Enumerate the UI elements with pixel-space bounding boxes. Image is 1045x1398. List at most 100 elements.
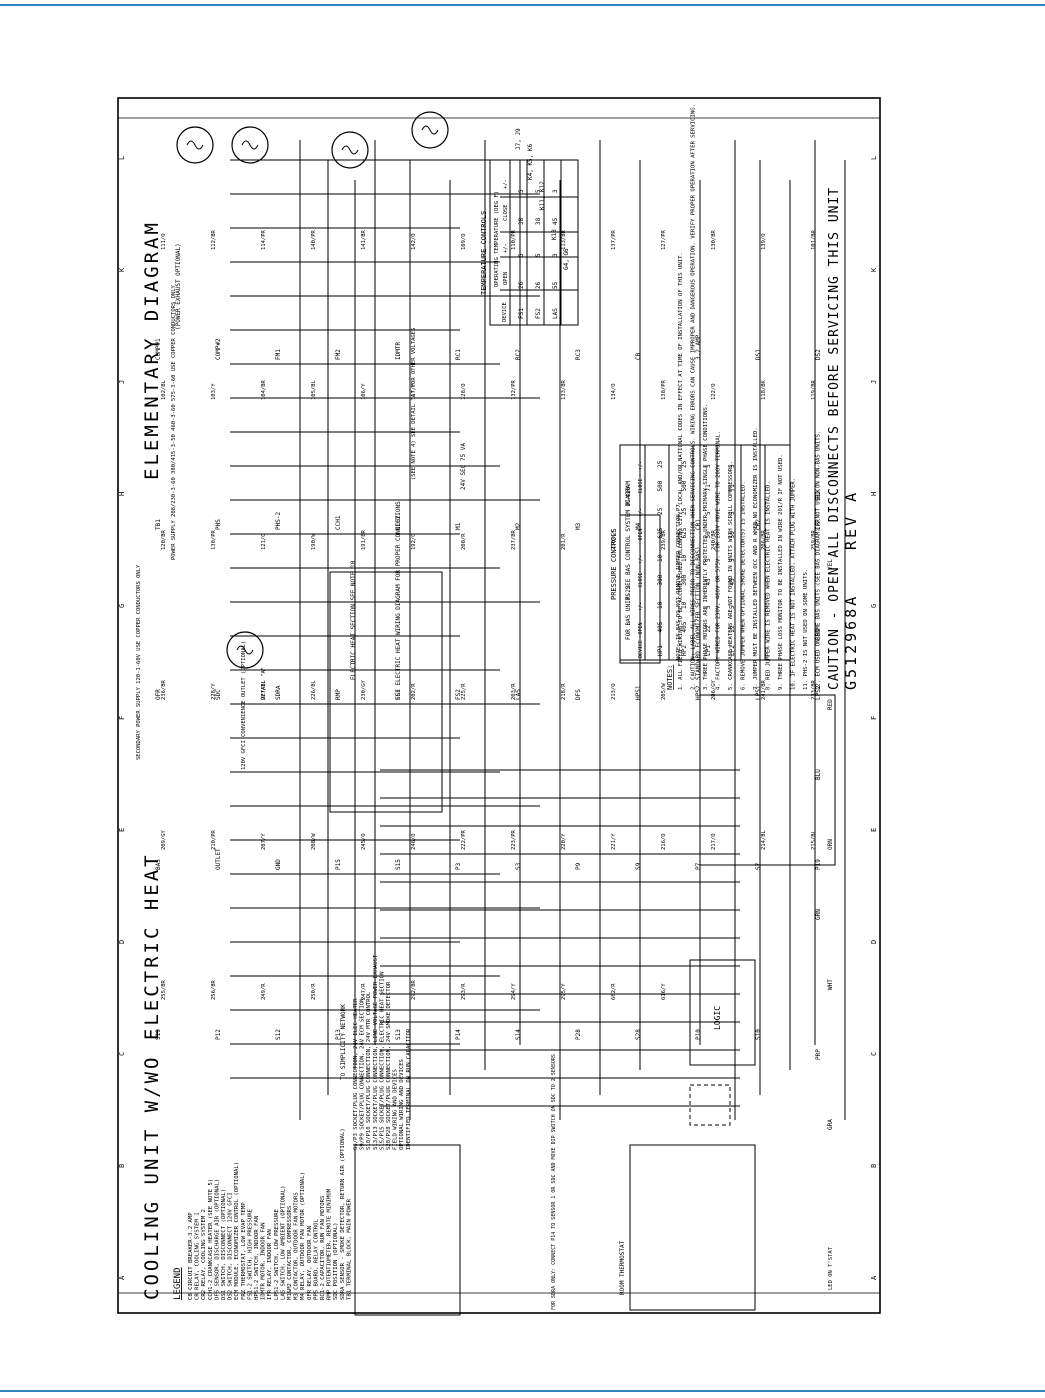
device-label: P28 <box>575 1029 582 1040</box>
logic-box <box>689 959 756 1066</box>
legend-entry: CR RELAY, COOLING SYSTEM 1 <box>195 1212 201 1300</box>
note-line: 9. THREE PHASE LOSS MONITOR TO BE INSTAL… <box>778 454 784 690</box>
legend-entry: SDRA SENSOR - SMOKE DETECTOR, RETURN AIR… <box>340 1128 346 1300</box>
device-label: SDRA <box>275 685 282 700</box>
legend-entry: DFS SENSOR, DISCHARGE AIR (OPTIONAL) <box>214 1179 220 1300</box>
device-label: CR1 <box>695 519 702 530</box>
table-cell: 26 <box>535 281 542 289</box>
grid-letter: G <box>118 604 126 608</box>
label-transformer: 24V SEC 75 VA <box>460 443 467 490</box>
legend-entry: FRZ THERMOSTAT, LOW EVAP TEMP <box>241 1202 247 1300</box>
wire-label: 223/PR <box>511 829 517 850</box>
legend-entry: IDMTR MOTOR, INDOOR FAN <box>261 1223 267 1300</box>
table-header: R-22 <box>625 585 632 600</box>
note-line: 6. REMOVE JUMPER WHEN OPTIONAL SMOKE DET… <box>741 481 747 690</box>
grid-letter: C <box>118 1052 126 1056</box>
motor-symbol <box>236 645 254 655</box>
sdc-box <box>354 1144 461 1316</box>
wire-label: 118/BK <box>761 379 767 400</box>
color-code: GRA <box>827 1119 834 1130</box>
legend-entry: CR2 RELAY, COOLING SYSTEM 2 <box>201 1209 207 1300</box>
wire-label: 209/GY <box>161 829 167 850</box>
legend-entry: S15/P15 SOCKET/PLUG CONNECTION, ELECTRIC… <box>379 972 385 1151</box>
device-label: RC3 <box>575 349 582 360</box>
table-cell: 5 <box>535 189 542 193</box>
note-line: 1. ALL FIELD WIRING TO BE ACCOMPLISHED F… <box>678 252 684 690</box>
table-header: OPEN <box>638 528 644 540</box>
table-cell: 5 <box>705 511 712 515</box>
color-code: RED <box>827 699 834 710</box>
note-line: 12. ECM USED ON SOME BAS UNITS (SEE BAS … <box>816 431 822 690</box>
wire-label: 141/BR <box>361 229 367 250</box>
legend-entry: DS1 SWITCH, DISCONNECT (OPTIONAL) <box>221 1189 227 1300</box>
grid-letter: J <box>118 380 126 384</box>
device-label: P12 <box>215 1029 222 1040</box>
label-see-electric-heat: SEE ELECTRIC HEAT WIRING DIAGRAM FOR PRO… <box>395 501 402 700</box>
wire-label: 134/O <box>611 383 617 400</box>
wire-label: 230/GY <box>611 529 617 550</box>
wire-label: 109/O <box>461 233 467 250</box>
wiring-area <box>230 140 846 1316</box>
note-line: 5. CRANKCASE HEATERS ARE NOT FOUND IN UN… <box>728 461 734 690</box>
wire-label: 237/BR <box>511 529 517 550</box>
device-label: PHS <box>215 519 222 530</box>
color-code: WHT <box>827 979 834 990</box>
table-cell: 5 <box>729 605 736 609</box>
legend-title: LEGEND <box>173 1267 183 1300</box>
device-label: RC2 <box>515 349 522 360</box>
wire-label: 104/BR <box>261 379 267 400</box>
note-line: 11. PHS-2 IS NOT USED ON SOME UNITS. <box>803 569 809 690</box>
table-cell: 22 <box>729 625 736 633</box>
device-label: P7 <box>695 862 702 870</box>
wire-label: 682/R <box>611 983 617 1000</box>
color-code: BLK <box>815 489 822 500</box>
table-cell: 25 <box>681 460 688 468</box>
device-label: CCH2 <box>395 515 402 530</box>
label-economizer: STANDARD ECONOMIZER SECTION (NON-BAS) <box>695 546 702 680</box>
wire-label: 256/BR <box>211 979 217 1000</box>
label-bas-note: NOTE: IF BAS DO NOT REMOVE JUMPER CONNEC… <box>676 504 682 660</box>
wire-label: 120/BR <box>161 529 167 550</box>
wire-label: 106/Y <box>361 383 367 400</box>
wire-label: 226/BL <box>311 679 317 700</box>
wire-label: 117/Y <box>411 383 417 400</box>
device-label: RMP <box>335 689 342 700</box>
connector-ref: K13 <box>551 229 558 240</box>
wire-label: 255/BR <box>161 979 167 1000</box>
wire-label: 201/R <box>561 533 567 550</box>
device-label: P3 <box>455 862 462 870</box>
device-label: S10 <box>755 1029 762 1040</box>
color-code: BLU <box>815 769 822 780</box>
legend-entry: IFR RELAY, INDOOR FAN <box>267 1229 273 1300</box>
grid-letter: D <box>870 940 878 944</box>
label-power-exhaust: (POWER EXHAUST OPTIONAL) <box>175 243 182 330</box>
legend-entry: RMP POTENTIOMETER, REMOTE MINIMUM <box>327 1188 333 1300</box>
table-cell: 25 <box>657 460 664 468</box>
wire-label: 292/BR <box>411 979 417 1000</box>
label-electric-heat: ELECTRIC HEAT SECTION SEE NOTE 10 <box>350 560 357 680</box>
wire-label: 259/BR <box>811 529 817 550</box>
wire-label: 250/R <box>311 983 317 1000</box>
table-header: +/- <box>503 179 509 189</box>
table-cell: 5 <box>705 558 712 562</box>
wire-label: 245/O <box>361 833 367 850</box>
device-label: CR2 <box>755 519 762 530</box>
motor-fm2 <box>411 111 449 149</box>
wire-label: 101/BR <box>811 229 817 250</box>
motors <box>176 111 449 669</box>
table-cell: 45 <box>729 578 736 586</box>
wire-label: 214/BL <box>761 829 767 850</box>
connector-ref: J7, J9 <box>515 128 522 150</box>
table-header: +/- <box>638 508 644 517</box>
wire-label: 208/W <box>311 833 317 850</box>
wire-label: 127/PR <box>661 229 667 250</box>
wire-label: 191/BR <box>361 529 367 550</box>
note-line: 4. FACTORY WIRED FOR 230V, 460V OR 575V.… <box>716 431 722 690</box>
device-label: PHS-2 <box>275 512 282 530</box>
legend-entry: M4 RELAY, OUTDOOR FAN MOTOR (OPTIONAL) <box>300 1172 306 1300</box>
label-to-simplicity: TO SIMPLICITY NETWORK <box>340 1004 347 1080</box>
table-cell: 5 <box>518 253 525 257</box>
grid-letter: E <box>870 828 878 832</box>
legend-entry: PPS BOARD, RELAY CONTROL <box>313 1219 319 1300</box>
svg-text:TEMPERATURE CONTROLS: TEMPERATURE CONTROLS <box>480 211 488 295</box>
